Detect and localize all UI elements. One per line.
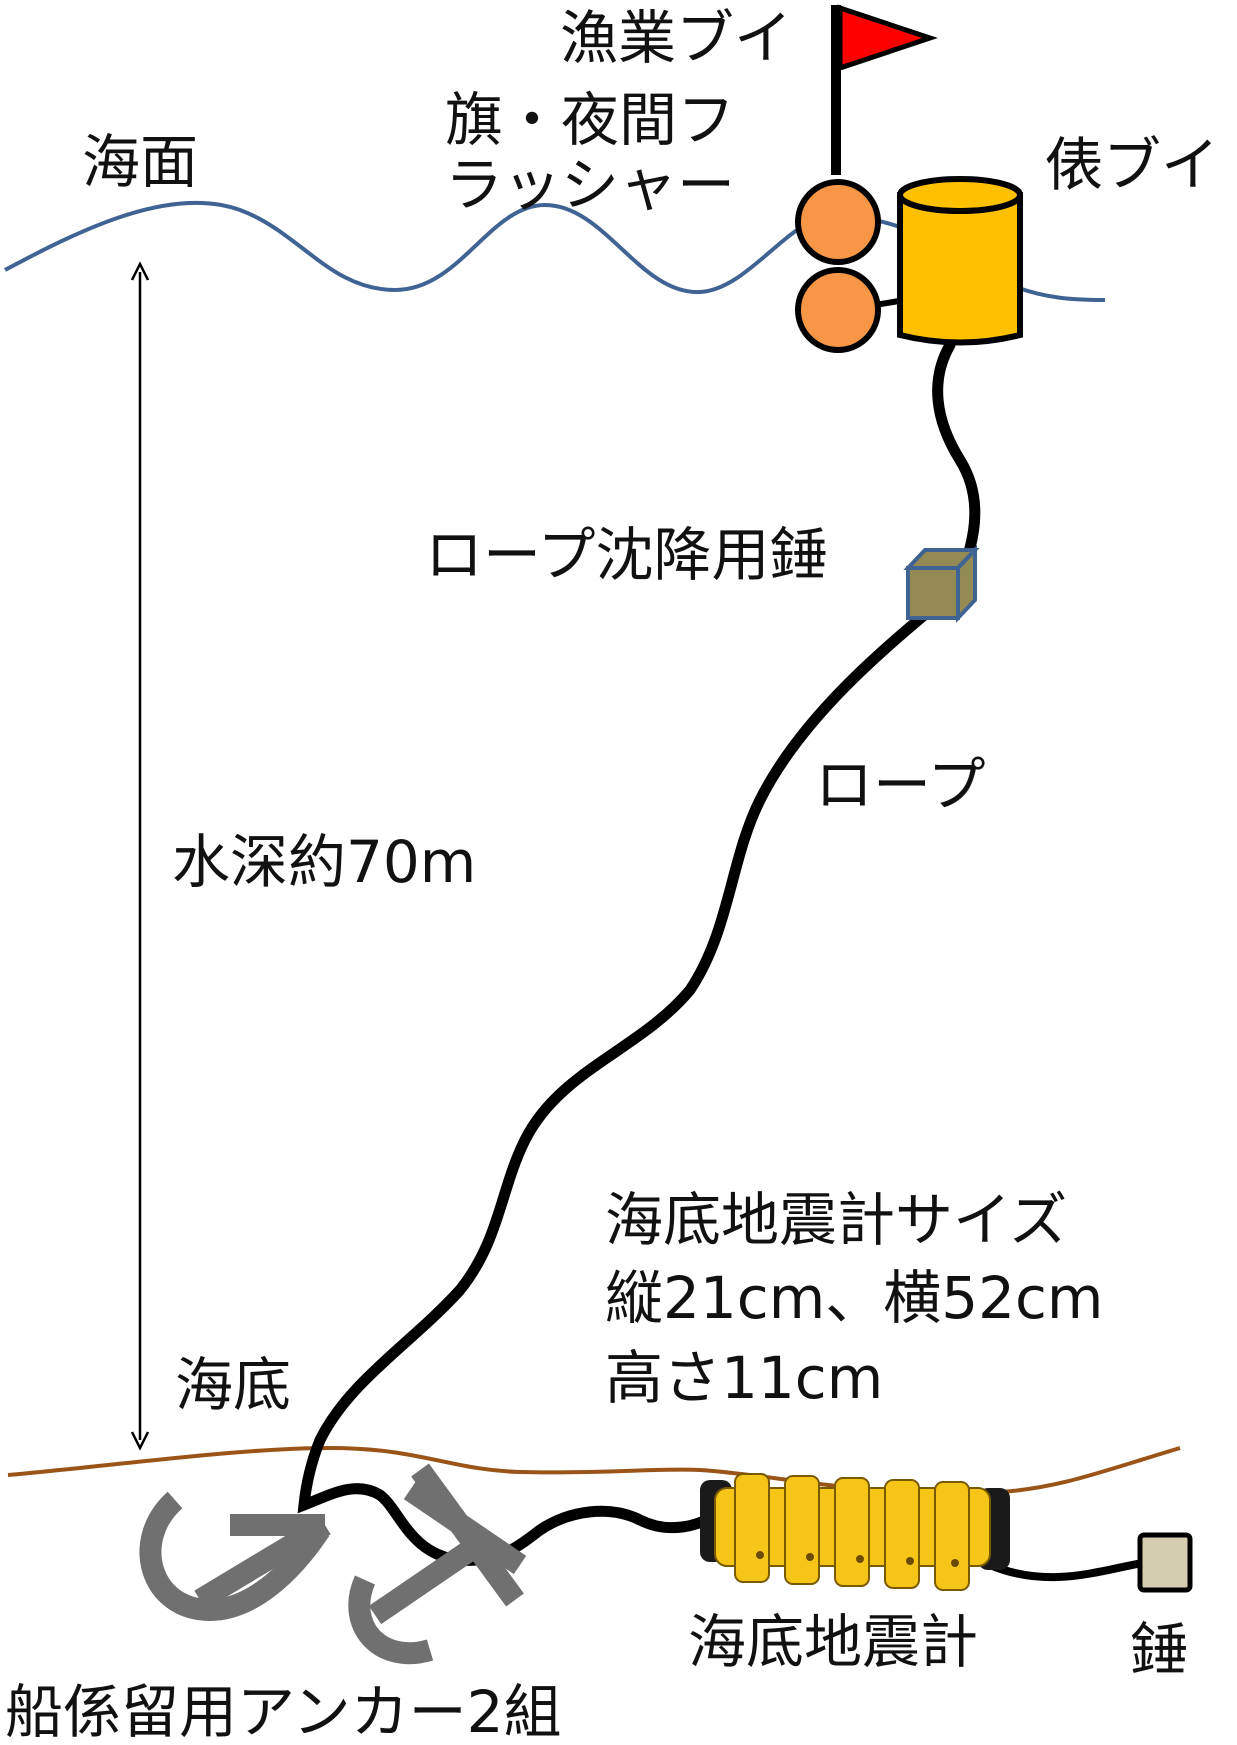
label-obs: 海底地震計 [688, 1608, 978, 1676]
label-obs-size-2: 縦21cm、横52cm [605, 1264, 1103, 1332]
seafloor-line [7, 1445, 1181, 1496]
rope-sinker-cube [903, 544, 980, 624]
ocean-bottom-seismometer [700, 1473, 1010, 1591]
anchor-right-icon [348, 1463, 527, 1665]
rope-to-weight [986, 1558, 1152, 1582]
float-ball-lower [795, 267, 881, 353]
weight-block [1137, 1532, 1193, 1593]
label-tawara-buoy: 俵ブイ [1045, 131, 1219, 199]
tawara-buoy [897, 176, 1023, 346]
red-flag-icon [837, 4, 938, 72]
label-rope-sinker: ロープ沈降用錘 [425, 521, 828, 589]
label-fishing-buoy: 漁業ブイ [560, 4, 792, 72]
label-obs-size-1: 海底地震計サイズ [605, 1186, 1067, 1254]
label-flag-flasher-1: 旗・夜間フ [445, 86, 735, 154]
label-flag-flasher-2: ラッシャー [445, 151, 735, 219]
label-obs-size-3: 高さ11cm [605, 1344, 883, 1412]
label-rope: ロープ [815, 751, 986, 819]
label-sea-surface: 海面 [82, 128, 198, 196]
label-depth: 水深約70m [172, 828, 476, 896]
label-anchors: 船係留用アンカー2組 [5, 1678, 562, 1745]
label-weight: 錘 [1130, 1616, 1188, 1684]
label-seafloor: 海底 [175, 1351, 291, 1419]
float-ball-upper [795, 179, 881, 265]
anchor-left-icon [139, 1491, 331, 1622]
